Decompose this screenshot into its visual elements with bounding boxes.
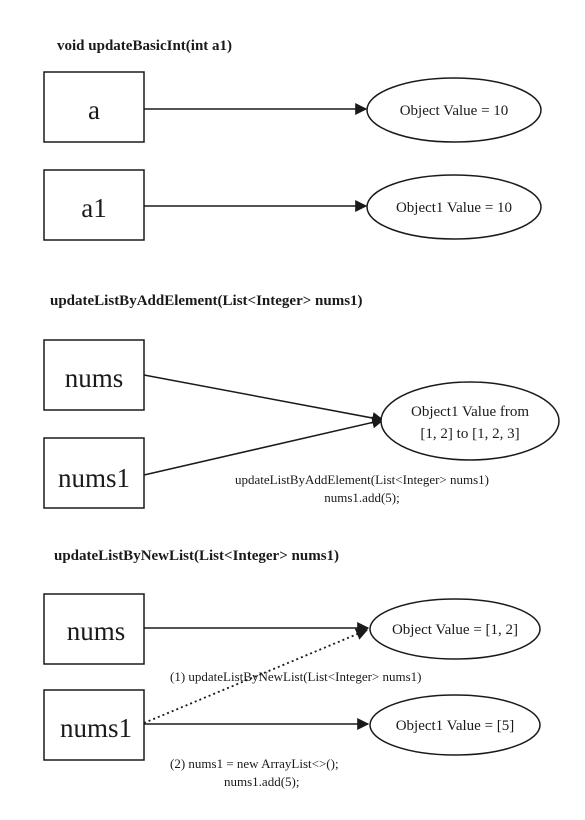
object1-value-oval	[366, 174, 542, 240]
variable-nums1-box	[43, 437, 145, 509]
dotted-arrow-nums1-to-object	[143, 628, 369, 724]
variable-nums1-label-2: nums1	[60, 713, 132, 743]
object-list-label: Object Value = [1, 2]	[392, 622, 518, 638]
variable-a1-box	[43, 169, 145, 241]
object1-list-oval	[380, 381, 560, 461]
section3-title: updateListByNewList(List<Integer> nums1)	[54, 548, 339, 564]
section1-title: void updateBasicInt(int a1)	[57, 38, 232, 54]
section2-title: updateListByAddElement(List<Integer> num…	[50, 293, 363, 309]
step1-note: (1) updateListByNewList(List<Integer> nu…	[170, 669, 422, 684]
step2-note-line1: (2) nums1 = new ArrayList<>();	[170, 756, 339, 771]
add-element-note-line1: updateListByAddElement(List<Integer> num…	[235, 472, 489, 487]
new-object1-oval	[369, 694, 541, 756]
object1-list-label-line1: Object1 Value from	[411, 404, 529, 420]
object-value-oval	[366, 77, 542, 143]
object1-list-label-line2: [1, 2] to [1, 2, 3]	[420, 426, 519, 442]
new-object1-label: Object1 Value = [5]	[396, 718, 515, 734]
object1-value-label: Object1 Value = 10	[396, 200, 512, 216]
step2-note-line2: nums1.add(5);	[224, 774, 299, 789]
variable-a1-label: a1	[81, 193, 106, 223]
object-value-label: Object Value = 10	[400, 103, 509, 119]
variable-nums-label-2: nums	[67, 616, 126, 646]
variable-nums-box-2	[43, 593, 145, 665]
add-element-note-line2: nums1.add(5);	[324, 490, 399, 505]
variable-a-box	[43, 71, 145, 143]
variable-nums1-box-2	[43, 689, 145, 761]
arrow-nums-to-object1	[143, 374, 385, 424]
object-list-oval	[369, 598, 541, 660]
variable-a-label: a	[88, 95, 100, 125]
arrow-nums1-to-object1	[143, 416, 385, 476]
variable-nums-label: nums	[65, 363, 124, 393]
variable-nums1-label: nums1	[58, 463, 130, 493]
